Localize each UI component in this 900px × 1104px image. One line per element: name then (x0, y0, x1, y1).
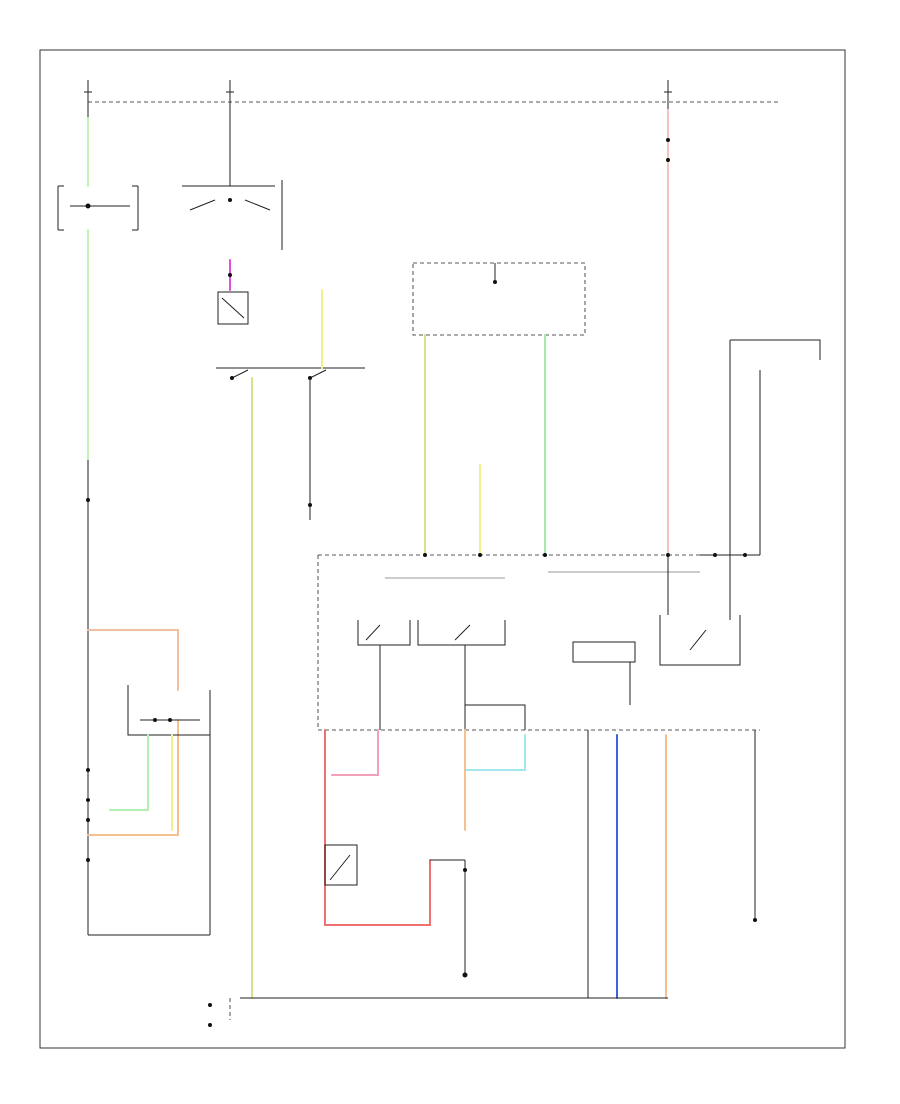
right-bracket (700, 339, 821, 620)
module-output-box (572, 641, 636, 705)
fuse-left (84, 80, 92, 118)
middle-relay (217, 291, 249, 325)
module-right-relay (659, 555, 741, 666)
center-small-relay (324, 844, 358, 886)
left-module (127, 685, 211, 736)
module-relay-mid (417, 620, 526, 730)
fuse-middle (226, 80, 234, 130)
wire-orange-upper (87, 629, 179, 691)
module-relay-left (357, 620, 411, 730)
left-relay-bracket (57, 185, 139, 231)
middle-switch-row (216, 367, 365, 380)
wire-pink-short (331, 729, 379, 776)
fuse-right (664, 80, 672, 110)
wire-cyan-short (464, 734, 526, 771)
connector-nodes (86, 138, 757, 1027)
middle-switch (182, 130, 283, 250)
wire-orange-lower (87, 719, 179, 836)
wire-red-loop (324, 729, 431, 926)
main-module (317, 554, 760, 731)
diagram-border (39, 49, 846, 1049)
top-center-module (412, 262, 586, 336)
